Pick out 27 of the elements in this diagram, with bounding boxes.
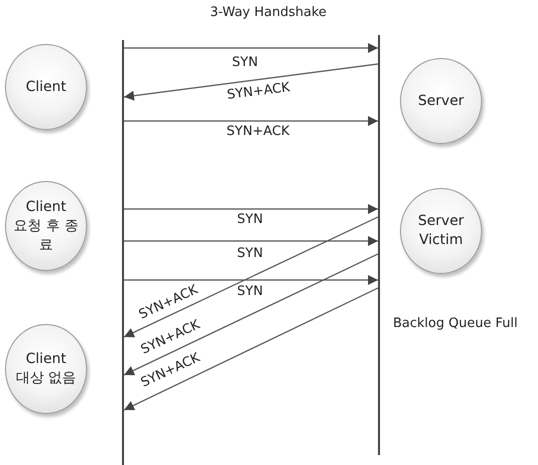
edge-label: SYN — [232, 54, 258, 70]
node-label: Client — [26, 350, 66, 369]
note-text: Backlog Queue Full — [393, 316, 518, 331]
arrow — [124, 204, 378, 214]
lifeline — [378, 35, 380, 455]
edge-label: SYN+ACK — [226, 124, 290, 138]
arrow — [124, 116, 378, 126]
node-label: Client — [26, 198, 66, 216]
arrow — [124, 63, 378, 101]
edge-label: SYN — [237, 212, 263, 226]
diagram-title: 3-Way Handshake — [210, 5, 327, 20]
node-label: 요청 후 종료 — [12, 216, 80, 254]
arrow — [124, 216, 378, 338]
lifeline — [122, 40, 124, 465]
node-label: Server — [418, 212, 464, 231]
edge-label: SYN — [237, 246, 263, 260]
edge-label: SYN — [237, 284, 263, 298]
arrow — [124, 236, 378, 246]
arrow — [124, 287, 378, 411]
edge-label: SYN+ACK — [226, 80, 290, 102]
arrow — [124, 253, 378, 376]
node-label: Client — [26, 78, 66, 96]
node-label: Victim — [419, 231, 463, 250]
arrow — [124, 275, 378, 285]
arrow — [124, 43, 378, 53]
node-label: 대상 없음 — [16, 369, 76, 388]
node-label: Server — [418, 92, 464, 110]
